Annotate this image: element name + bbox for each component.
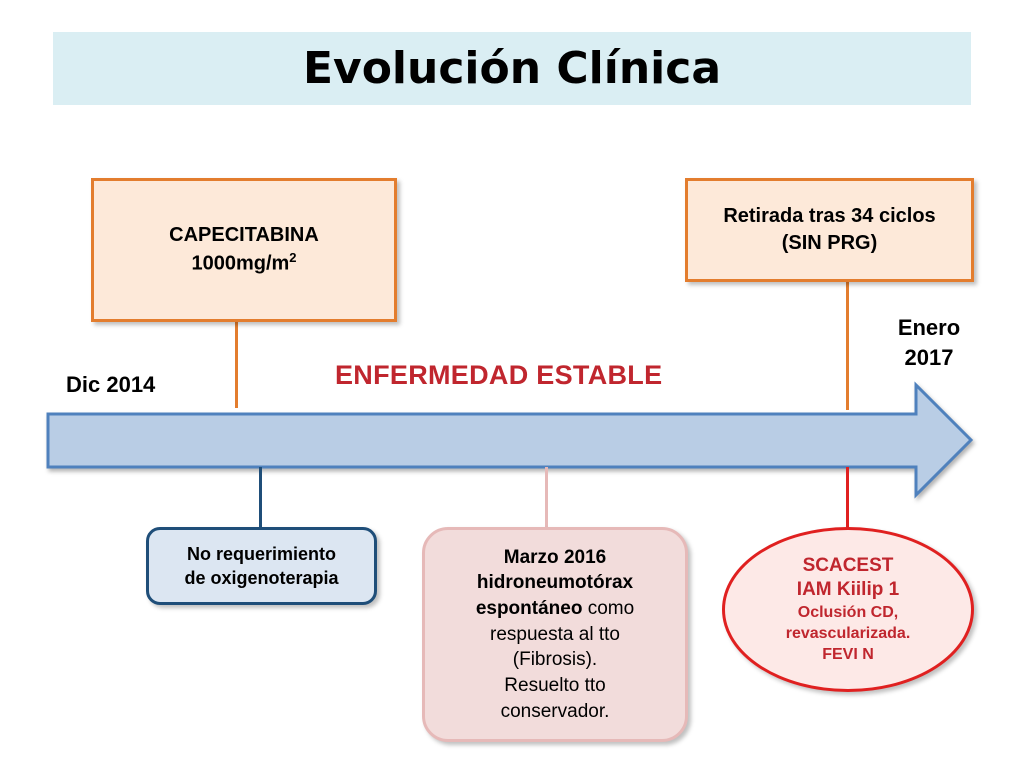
page-title: Evolución Clínica — [302, 43, 722, 94]
connector-oxigeno — [259, 467, 262, 528]
title-bar: Evolución Clínica — [53, 32, 971, 105]
connector-marzo — [545, 467, 548, 529]
scacest-line4: revascularizada. — [785, 624, 911, 642]
hidroneumotorax-line6: Resuelto tto — [504, 674, 606, 696]
oxigenoterapia-line2: de oxigenoterapia — [184, 568, 339, 588]
capecitabina-box: CAPECITABINA 1000mg/m2 — [91, 178, 397, 322]
end-date-year: 2017 — [904, 344, 954, 370]
capecitabina-dose: 1000mg/m2 — [191, 249, 296, 278]
connector-retirada — [846, 282, 849, 410]
scacest-line5: FEVI N — [822, 645, 874, 663]
capecitabina-label: CAPECITABINA — [169, 224, 319, 247]
hidroneumotorax-line1: Marzo 2016 — [503, 546, 607, 568]
start-date-label: Dic 2014 — [66, 372, 156, 397]
phase-label: ENFERMEDAD ESTABLE — [335, 360, 663, 390]
hidroneumotorax-line7: conservador. — [500, 700, 610, 722]
scacest-line3: Oclusión CD, — [797, 603, 899, 621]
hidroneumotorax-line4: respuesta al tto — [490, 623, 620, 645]
hidroneumotorax-line3-bold: espontáneo — [475, 598, 583, 620]
timeline-arrow-shape — [46, 381, 974, 499]
end-date-label: Enero 2017 — [888, 313, 970, 372]
capecitabina-dose-exponent: 2 — [289, 250, 297, 266]
scacest-line1: SCACEST — [802, 554, 894, 576]
hidroneumotorax-line5: (Fibrosis). — [512, 649, 598, 671]
retirada-line1: Retirada tras 34 ciclos — [723, 205, 936, 227]
hidroneumotorax-line3-rest: como — [582, 598, 635, 620]
hidroneumotorax-line3: espontáneo como — [476, 596, 634, 622]
hidroneumotorax-line2: hidroneumotórax — [476, 572, 634, 594]
scacest-ellipse: SCACEST IAM Kiilip 1 Oclusión CD, revasc… — [722, 527, 974, 692]
scacest-line2: IAM Kiilip 1 — [796, 579, 900, 601]
capecitabina-dose-value: 1000mg/m — [191, 252, 290, 275]
hidroneumotorax-box: Marzo 2016 hidroneumotórax espontáneo co… — [422, 527, 688, 742]
retirada-line2: (SIN PRG) — [781, 232, 878, 254]
retirada-box: Retirada tras 34 ciclos (SIN PRG) — [685, 178, 974, 282]
oxigenoterapia-line1: No requerimiento — [186, 543, 337, 564]
end-date-month: Enero — [897, 315, 961, 340]
oxigenoterapia-box: No requerimiento de oxigenoterapia — [146, 527, 377, 605]
connector-scacest — [846, 467, 849, 529]
connector-capecitabina — [235, 322, 238, 408]
